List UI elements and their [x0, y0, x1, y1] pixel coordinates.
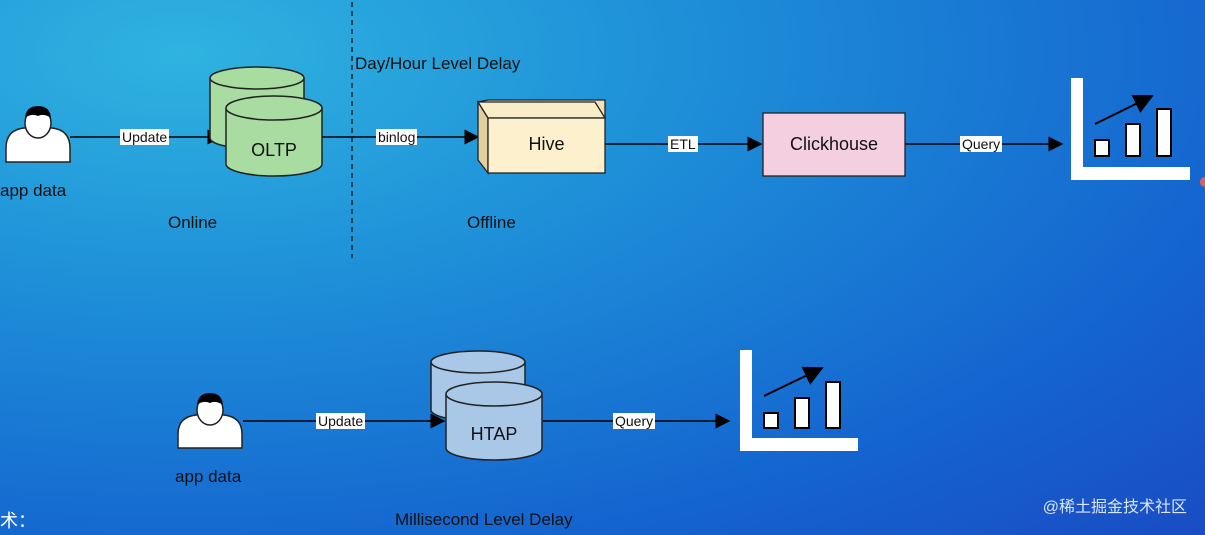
clickhouse-box — [762, 112, 906, 177]
edge-marker — [1200, 177, 1205, 187]
online-label: Online — [168, 213, 218, 232]
user-icon-bottom — [177, 393, 243, 449]
watermark: @稀土掘金技术社区 — [1042, 499, 1187, 516]
offline-label: Offline — [467, 213, 516, 232]
delay-label-bottom: Millisecond Level Delay — [395, 510, 573, 529]
binlog-label: binlog — [376, 129, 418, 145]
clickhouse-label: Clickhouse — [789, 134, 879, 154]
app-data-label-top: app data — [0, 181, 67, 200]
query-label-top: Query — [960, 136, 1003, 152]
user-icon-top — [5, 106, 71, 163]
hive-label: Hive — [528, 134, 565, 154]
chart-icon-top — [1071, 78, 1190, 180]
htap-database-icon — [430, 350, 543, 461]
update-label-top: Update — [120, 129, 170, 145]
app-data-label-bottom: app data — [175, 467, 242, 486]
chart-icon-bottom — [740, 350, 858, 451]
htap-label: HTAP — [470, 424, 518, 444]
oltp-label: OLTP — [251, 140, 297, 160]
delay-label-top: Day/Hour Level Delay — [355, 54, 521, 73]
corner-text: 术： — [0, 511, 36, 531]
update-label-bottom: Update — [316, 413, 366, 429]
oltp-database-icon — [209, 66, 323, 177]
query-label-bottom: Query — [613, 413, 656, 429]
etl-label: ETL — [668, 136, 698, 152]
hive-box — [476, 99, 607, 175]
